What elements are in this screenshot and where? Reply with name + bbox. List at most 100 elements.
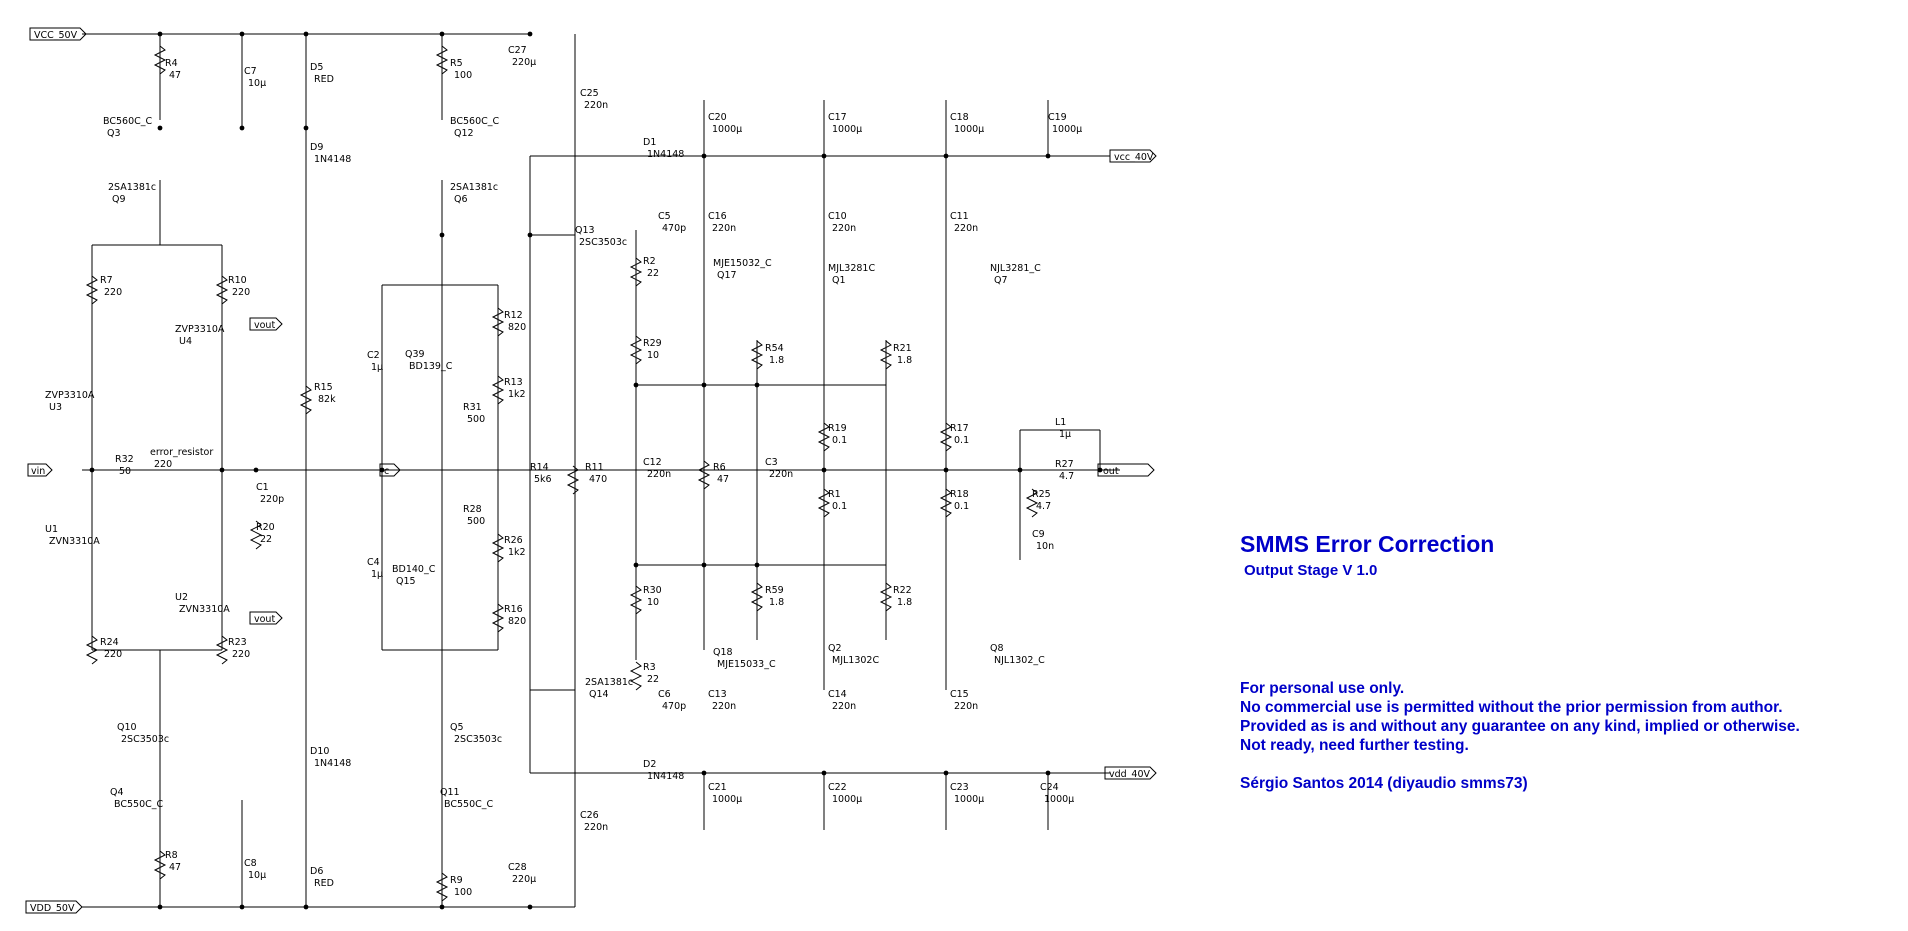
svg-text:NJL3281_C: NJL3281_C (990, 263, 1041, 274)
svg-text:U1: U1 (45, 524, 58, 535)
svg-text:R13: R13 (504, 377, 523, 388)
junction-dot (821, 770, 827, 776)
svg-text:0.1: 0.1 (954, 501, 969, 512)
svg-text:100: 100 (454, 70, 472, 81)
resistor-symbol (629, 257, 643, 287)
junction-dot (1045, 770, 1051, 776)
junction-dot (527, 904, 533, 910)
svg-text:C5: C5 (658, 211, 671, 222)
svg-text:2SC3503c: 2SC3503c (121, 734, 169, 745)
svg-text:Q39: Q39 (405, 349, 425, 360)
note-line-1: For personal use only. (1240, 680, 1405, 697)
resistor-symbol (750, 582, 764, 612)
svg-text:R30: R30 (643, 585, 662, 596)
svg-text:1000µ: 1000µ (954, 124, 984, 135)
svg-text:10µ: 10µ (248, 78, 266, 89)
svg-text:D9: D9 (310, 142, 323, 153)
svg-text:vout: vout (254, 614, 275, 625)
svg-text:U3: U3 (49, 402, 62, 413)
svg-text:22: 22 (647, 674, 659, 685)
resistor-symbol (750, 340, 764, 370)
svg-text:1000µ: 1000µ (712, 794, 742, 805)
svg-text:Q9: Q9 (112, 194, 126, 205)
svg-text:Q15: Q15 (396, 576, 416, 587)
svg-text:C20: C20 (708, 112, 727, 123)
junction-dot (701, 153, 707, 159)
svg-text:R15: R15 (314, 382, 333, 393)
svg-text:Q13: Q13 (575, 225, 595, 236)
svg-text:RED: RED (314, 74, 334, 85)
svg-text:U2: U2 (175, 592, 188, 603)
svg-text:R19: R19 (828, 423, 847, 434)
junction-dot (943, 467, 949, 473)
svg-text:2SA1381c: 2SA1381c (450, 182, 498, 193)
svg-text:C21: C21 (708, 782, 727, 793)
svg-text:82k: 82k (318, 394, 336, 405)
svg-text:C15: C15 (950, 689, 969, 700)
svg-text:2SA1381c: 2SA1381c (585, 677, 633, 688)
svg-text:Q10: Q10 (117, 722, 137, 733)
net-flag-vout-top: vout (249, 317, 283, 331)
svg-text:220: 220 (104, 287, 122, 298)
svg-text:R4: R4 (165, 58, 178, 69)
svg-text:1N4148: 1N4148 (647, 149, 684, 160)
svg-text:R2: R2 (643, 256, 656, 267)
svg-text:C17: C17 (828, 112, 847, 123)
component-njl3281-c: NJL3281_CQ7 (990, 263, 1041, 286)
resistor-symbol (153, 850, 167, 880)
svg-text:220n: 220n (584, 100, 608, 111)
svg-text:C12: C12 (643, 457, 662, 468)
resistor-symbol (939, 488, 953, 518)
svg-text:Q12: Q12 (454, 128, 474, 139)
svg-text:vdd_40V: vdd_40V (1109, 769, 1151, 780)
svg-text:R29: R29 (643, 338, 662, 349)
svg-text:R17: R17 (950, 423, 969, 434)
svg-text:MJL1302C: MJL1302C (832, 655, 879, 666)
svg-text:R12: R12 (504, 310, 523, 321)
svg-text:c: c (384, 466, 389, 477)
svg-text:R14: R14 (530, 462, 549, 473)
junction-dot (701, 770, 707, 776)
svg-text:R21: R21 (893, 343, 912, 354)
svg-text:220: 220 (104, 649, 122, 660)
net-flag-vcc40: vcc_40V (1109, 149, 1157, 163)
junction-dot (219, 467, 225, 473)
svg-text:C26: C26 (580, 810, 599, 821)
svg-text:4.7: 4.7 (1059, 471, 1074, 482)
svg-text:100: 100 (454, 887, 472, 898)
junction-dot (239, 31, 245, 37)
svg-text:vcc_40V: vcc_40V (1114, 152, 1154, 163)
svg-text:2SC3503c: 2SC3503c (454, 734, 502, 745)
svg-text:1N4148: 1N4148 (314, 758, 351, 769)
junction-dot (157, 31, 163, 37)
resistor-symbol (629, 585, 643, 615)
svg-text:47: 47 (169, 70, 181, 81)
svg-text:1.8: 1.8 (769, 355, 784, 366)
